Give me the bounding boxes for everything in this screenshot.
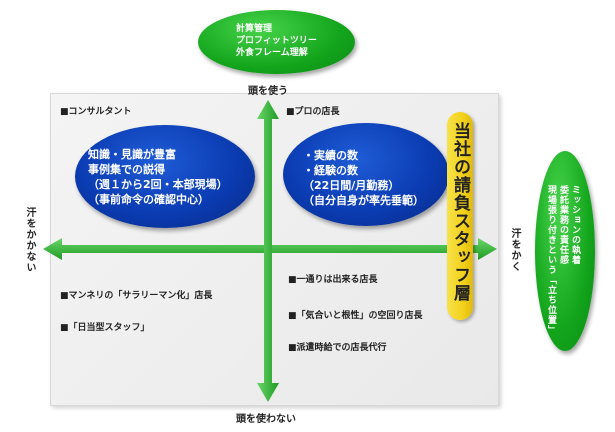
right-ellipse-line: 委託業務の責任感 bbox=[558, 185, 568, 265]
note-dispatch-manager: ■派遣時給での店長代行 bbox=[288, 343, 387, 353]
quadrant-title-consultant: ■コンサルタント bbox=[60, 107, 132, 117]
pro-manager-line: ・経験の数 bbox=[303, 164, 358, 177]
consultant-line: （事前命令の確認中心） bbox=[88, 193, 209, 206]
consultant-line: 知識・見識が豊富 bbox=[88, 148, 176, 161]
consultant-ellipse: 知識・見識が豊富 事例集での説得 （週１から2回・本部現場） （事前命令の確認中… bbox=[75, 125, 255, 228]
axis-label-left: 汗をかかない bbox=[24, 207, 35, 273]
consultant-line: 事例集での説得 bbox=[88, 163, 165, 176]
pro-manager-line: ・実績の数 bbox=[303, 149, 358, 162]
top-ellipse-line: プロフィットツリー bbox=[236, 36, 317, 46]
top-ellipse-line: 計算管理 bbox=[236, 24, 273, 34]
top-ellipse-line: 外食フレーム理解 bbox=[236, 48, 308, 58]
note-daily-staff: ■「日当型スタッフ」 bbox=[60, 323, 150, 333]
right-ellipse-line: ミッションの執着 bbox=[570, 185, 580, 265]
quadrant-title-pro-manager: ■プロの店長 bbox=[286, 107, 340, 117]
staff-layer-highlight: 当社の請負スタッフ層 bbox=[447, 112, 473, 320]
staff-layer-text: 当社の請負スタッフ層 bbox=[450, 122, 470, 302]
right-ellipse-line: 現場張り付きという「立ち位置」 bbox=[546, 185, 556, 335]
note-salaryman-manager: ■マンネリの「サラリーマン化」店長 bbox=[60, 291, 213, 301]
axis-label-right: 汗をかく bbox=[509, 228, 520, 272]
note-capable-manager: ■一通りは出来る店長 bbox=[288, 275, 378, 285]
right-ellipse-sweat: ミッションの執着 委託業務の責任感 現場張り付きという「立ち位置」 bbox=[535, 151, 595, 351]
axis-label-bottom: 頭を使わない bbox=[236, 414, 296, 425]
pro-manager-line: （自分自身が率先垂範） bbox=[303, 194, 424, 207]
axis-label-top: 頭を使う bbox=[248, 86, 288, 97]
note-spirit-manager: ■「気合いと根性」の空回り店長 bbox=[288, 311, 423, 321]
vertical-axis-arrow bbox=[257, 100, 279, 402]
pro-manager-line: （22日間/月勤務） bbox=[303, 179, 400, 192]
top-ellipse-head: 計算管理 プロフィットツリー 外食フレーム理解 bbox=[198, 10, 355, 74]
pro-manager-ellipse: ・実績の数 ・経験の数 （22日間/月勤務） （自分自身が率先垂範） bbox=[283, 123, 449, 226]
consultant-line: （週１から2回・本部現場） bbox=[88, 178, 228, 191]
